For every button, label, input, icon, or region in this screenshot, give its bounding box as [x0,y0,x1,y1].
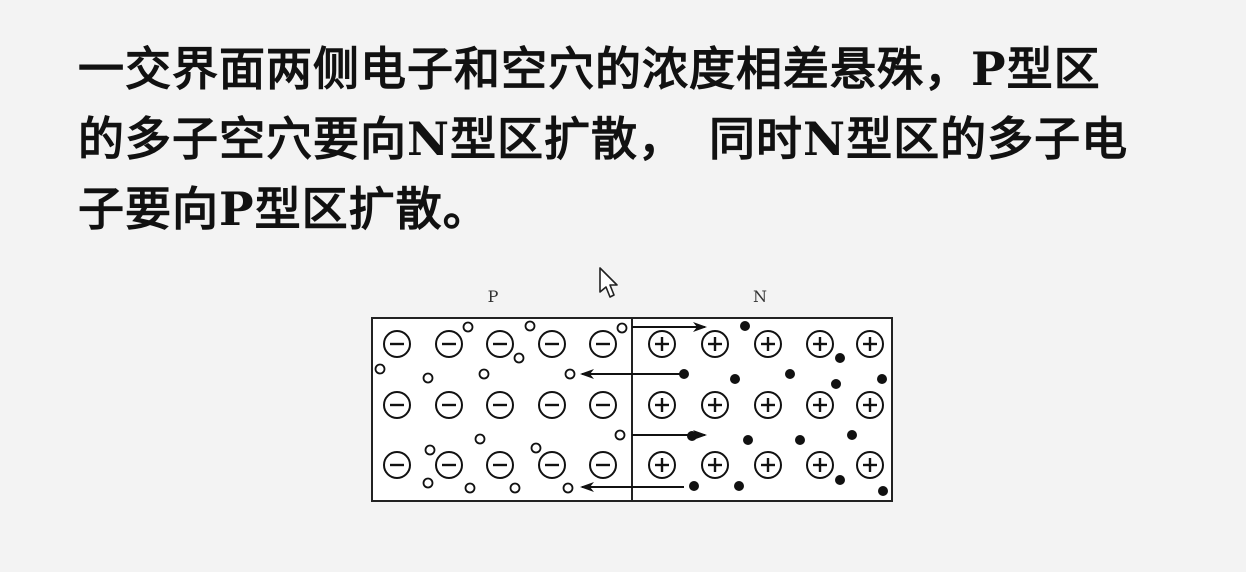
hole [374,363,386,375]
electron [730,374,740,384]
slide-text-line-2: 的多子空穴要向N型区扩散， 同时N型区的多子电 [78,112,1129,166]
electron [689,481,699,491]
electron [835,475,845,485]
hole [422,372,434,384]
slide-text-line-3: 子要向P型区扩散。 [78,182,490,236]
hole [462,321,474,333]
hole [422,477,434,489]
hole [564,368,576,380]
electron [831,379,841,389]
electron [878,486,888,496]
electron [877,374,887,384]
hole [616,322,628,334]
mouse-pointer-icon [599,267,618,298]
hole [474,433,486,445]
electron [785,369,795,379]
p-region-label: P [488,287,499,306]
hole [464,482,476,494]
electron [743,435,753,445]
electron [740,321,750,331]
pn-junction-diagram: P N [371,287,893,502]
electron [835,353,845,363]
hole [478,368,490,380]
hole [530,442,542,454]
slide-text-line-1: 一交界面两侧电子和空穴的浓度相差悬殊，P型区 [78,42,1101,96]
electron [795,435,805,445]
hole [524,320,536,332]
slide-text: 一交界面两侧电子和空穴的浓度相差悬殊，P型区 的多子空穴要向N型区扩散， 同时N… [78,34,1198,244]
electron [734,481,744,491]
hole [509,482,521,494]
hole [424,444,436,456]
hole [614,429,626,441]
hole [513,352,525,364]
electron [847,430,857,440]
hole [562,482,574,494]
n-region-label: N [753,287,767,306]
